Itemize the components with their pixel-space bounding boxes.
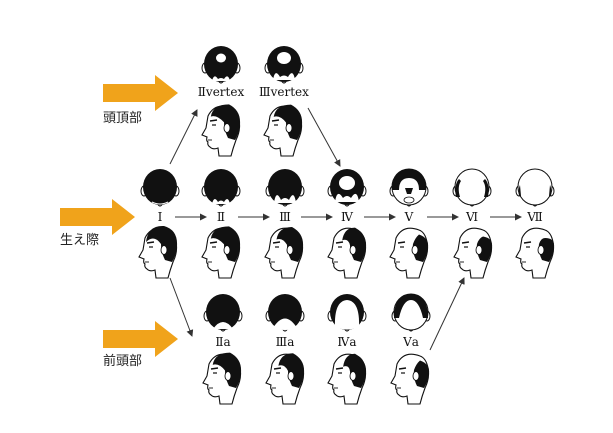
branch-arrow-Va-to-VI xyxy=(429,277,465,351)
stage-label-IIIa: Ⅲa xyxy=(276,335,295,349)
stage-label-III: Ⅲ xyxy=(279,210,291,224)
top-view-III-vertex xyxy=(264,46,304,84)
stage-label-IIa: Ⅱa xyxy=(215,335,230,349)
profile-view-VII xyxy=(515,227,555,279)
top-view-IV xyxy=(327,169,367,207)
top-view-III xyxy=(265,169,305,207)
top-view-IIIa xyxy=(265,294,305,332)
stage-label-Va: Ⅴa xyxy=(402,335,419,349)
profile-view-Va xyxy=(390,353,430,405)
stage-label-IVa: Ⅳa xyxy=(337,335,356,349)
top-view-II xyxy=(201,169,241,207)
stage-label-II-vertex: Ⅱvertex xyxy=(198,85,245,99)
top-view-VI xyxy=(452,168,492,207)
row-label-hairline: 生え際 xyxy=(60,233,99,248)
profile-view-IIa xyxy=(202,352,242,405)
profile-view-IVa xyxy=(327,353,367,405)
stage-label-VI: Ⅵ xyxy=(465,210,478,224)
profile-view-V xyxy=(389,227,429,279)
top-view-V xyxy=(389,168,429,207)
profile-view-II xyxy=(201,226,241,279)
branch-arrow-IIIvertex-to-IV xyxy=(307,107,341,167)
branch-arrow-I-to-IIa xyxy=(169,277,194,337)
stage-label-I: Ⅰ xyxy=(158,210,163,224)
top-view-Va xyxy=(391,293,431,332)
stage-label-III-vertex: Ⅲvertex xyxy=(259,85,309,99)
row-arrow-frontal xyxy=(103,321,178,357)
stage-label-V: Ⅴ xyxy=(404,210,414,224)
top-view-II-vertex xyxy=(201,46,241,84)
profile-view-I xyxy=(138,225,178,279)
profile-view-III xyxy=(264,227,304,279)
top-view-IVa xyxy=(327,294,367,332)
stage-label-II: Ⅱ xyxy=(217,210,225,224)
profile-view-IV xyxy=(327,227,367,279)
profile-view-VI xyxy=(453,227,493,279)
row-arrow-vertex xyxy=(103,75,178,111)
profile-view-IIIa xyxy=(265,353,305,405)
stage-label-IV: Ⅳ xyxy=(341,210,354,224)
stage-label-VII: Ⅶ xyxy=(526,210,543,224)
row-label-frontal: 前頭部 xyxy=(103,353,142,369)
row-label-vertex: 頭頂部 xyxy=(103,111,142,126)
branch-arrow-I-to-IIvertex xyxy=(169,109,198,165)
top-view-I xyxy=(140,169,180,207)
top-view-IIa xyxy=(203,294,243,332)
profile-view-II-vertex xyxy=(201,104,241,157)
top-view-VII xyxy=(515,168,555,207)
profile-view-III-vertex xyxy=(263,104,303,157)
row-arrow-hairline xyxy=(60,199,135,235)
head-illustrations xyxy=(138,46,555,405)
